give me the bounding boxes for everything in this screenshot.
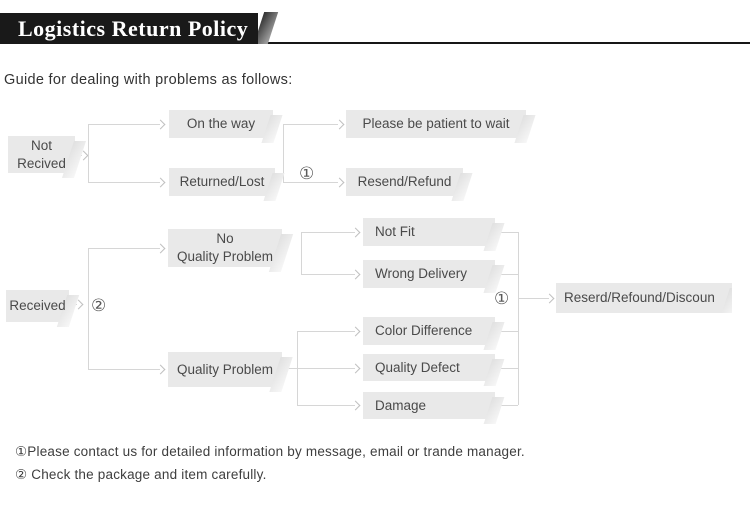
connector-line <box>88 124 89 182</box>
flow-node-returned-lost: Returned/Lost <box>169 168 275 196</box>
arrowhead-icon <box>350 326 361 337</box>
arrowhead-icon <box>350 363 361 374</box>
node-label: Not Fit <box>375 224 415 240</box>
connector-line <box>88 182 160 183</box>
circled-1-marker: ① <box>299 164 315 183</box>
connector-line <box>283 182 338 183</box>
node-label: On the way <box>186 116 256 132</box>
node-label: Resend/Refund <box>357 174 452 190</box>
intro-text: Guide for dealing with problems as follo… <box>4 72 293 88</box>
arrowhead-icon <box>155 243 166 254</box>
arrowhead-icon <box>544 293 555 304</box>
flow-node-damage: Damage <box>363 392 495 419</box>
node-label: Wrong Delivery <box>375 266 468 282</box>
arrowhead-icon <box>350 269 361 280</box>
flow-node-please-wait: Please be patient to wait <box>346 110 526 138</box>
connector-line <box>283 124 284 182</box>
node-label: Quality Defect <box>375 359 460 375</box>
footnote-1: ①Please contact us for detailed informat… <box>15 444 525 459</box>
header-rule-line <box>246 42 750 44</box>
connector-line <box>88 369 160 370</box>
connector-line <box>88 248 89 369</box>
arrowhead-icon <box>155 119 166 130</box>
arrowhead-icon <box>350 400 361 411</box>
connector-line <box>301 274 355 275</box>
arrowhead-icon <box>155 364 166 375</box>
node-label: Reserd/Refound/Discoun <box>564 290 715 306</box>
flow-node-on-the-way: On the way <box>169 110 273 138</box>
flow-node-not-fit: Not Fit <box>363 218 495 246</box>
circled-1-marker: ① <box>494 289 510 308</box>
footnote-2: ② Check the package and item carefully. <box>15 467 267 482</box>
flow-node-wrong-delivery: Wrong Delivery <box>363 260 495 288</box>
title-banner: Logistics Return Policy <box>0 13 258 44</box>
flow-node-received: Received <box>6 290 69 322</box>
node-label: Returned/Lost <box>179 174 265 190</box>
page-title: Logistics Return Policy <box>18 16 249 41</box>
arrowhead-icon <box>334 119 345 130</box>
node-label: Color Difference <box>375 323 473 339</box>
connector-line <box>301 232 355 233</box>
node-label: Quality Problem <box>176 361 274 377</box>
arrowhead-icon <box>155 177 166 188</box>
flow-node-color-difference: Color Difference <box>363 317 495 345</box>
flow-node-quality-problem: Quality Problem <box>168 352 282 387</box>
arrowhead-icon <box>350 227 361 238</box>
connector-line <box>297 331 355 332</box>
connector-line <box>301 232 302 274</box>
connector-line <box>297 405 355 406</box>
node-label: Received <box>9 298 66 314</box>
connector-line <box>518 298 549 299</box>
arrowhead-icon <box>334 177 345 188</box>
node-label: Please be patient to wait <box>362 116 510 132</box>
connector-line <box>282 368 355 369</box>
flow-node-resend-refund: Resend/Refund <box>346 168 463 196</box>
connector-line <box>283 124 338 125</box>
connector-line <box>88 248 160 249</box>
node-label: Damage <box>375 397 427 413</box>
connector-line <box>88 124 160 125</box>
flow-node-quality-defect: Quality Defect <box>363 354 495 381</box>
connector-line <box>518 232 519 405</box>
flow-node-resolution: Reserd/Refound/Discoun <box>556 283 732 313</box>
circled-2-marker: ② <box>91 296 107 315</box>
